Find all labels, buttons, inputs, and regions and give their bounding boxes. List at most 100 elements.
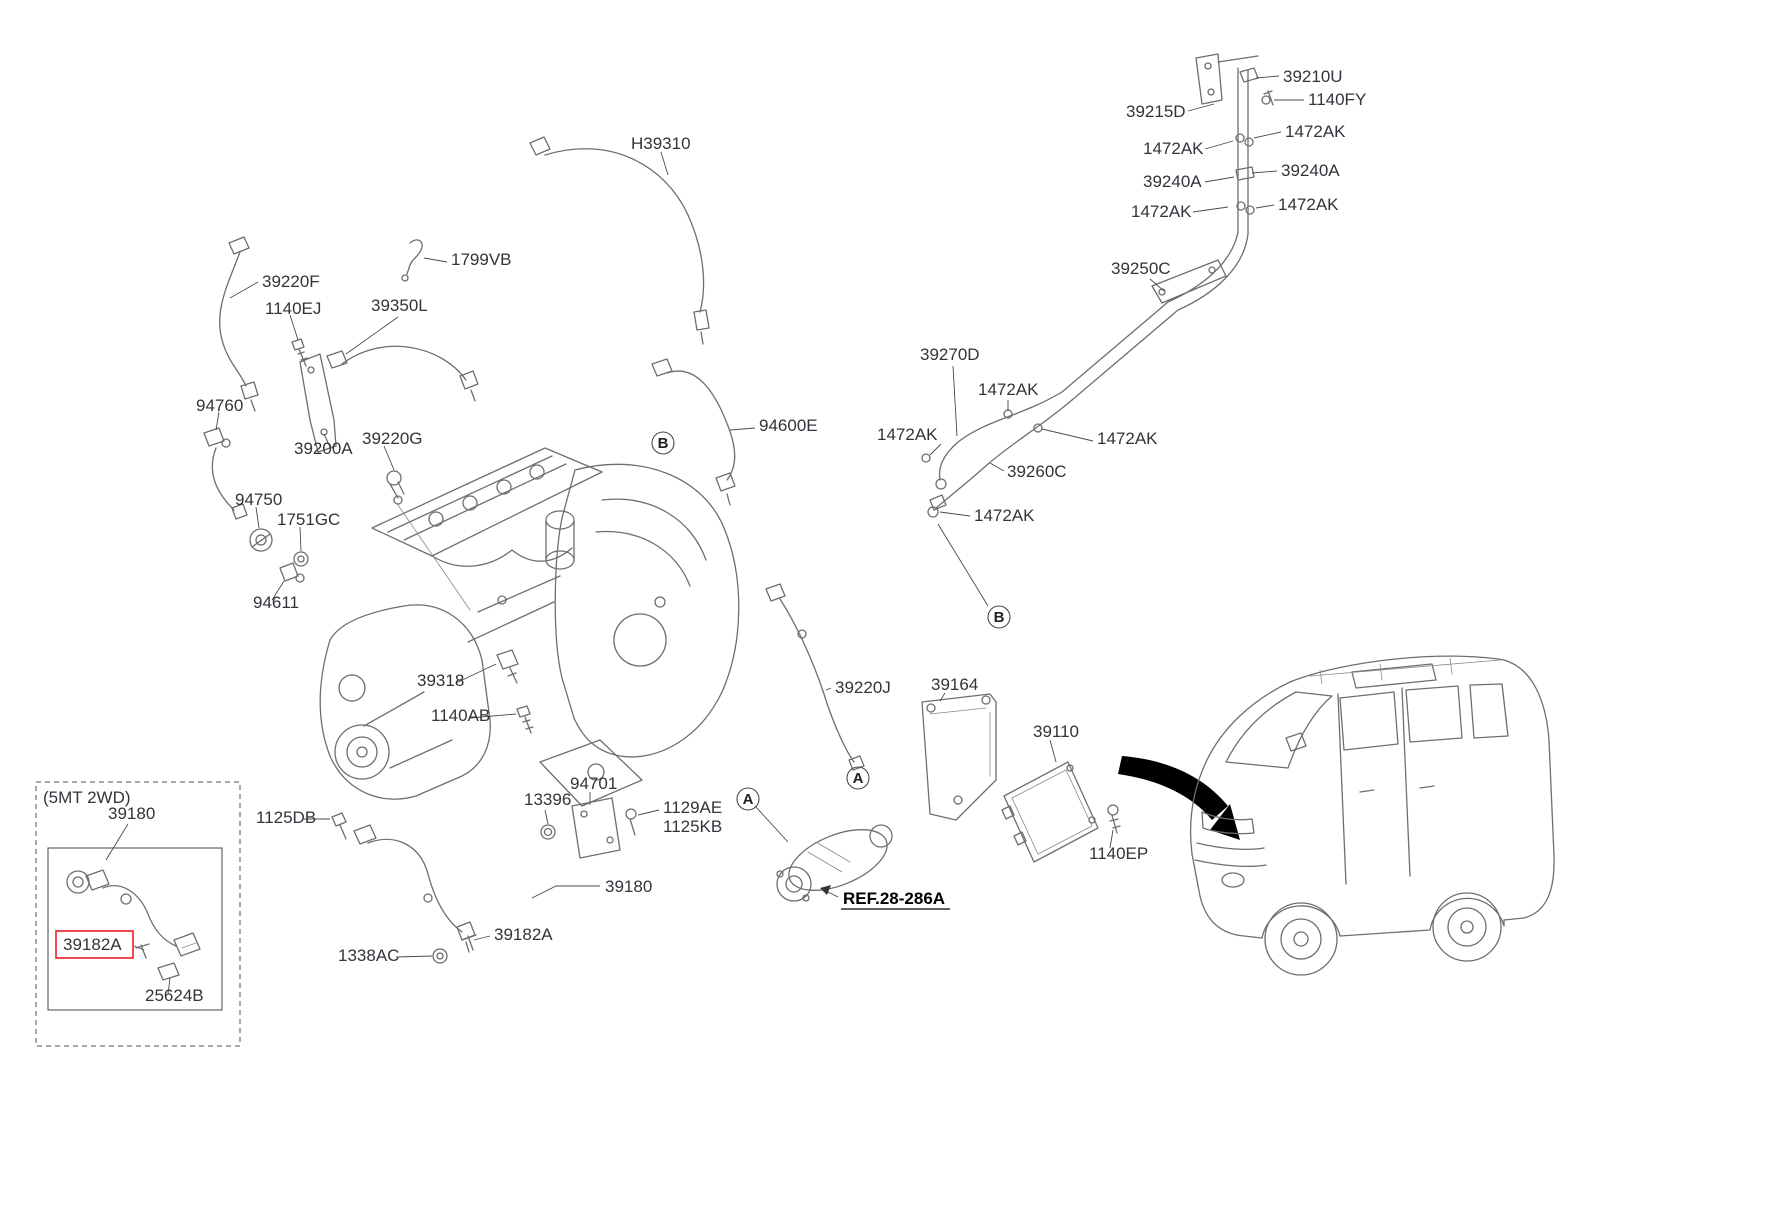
leader-line: [544, 809, 549, 825]
fuel-line-assembly-drawing: [921, 53, 1274, 518]
engine-assembly-drawing: [319, 447, 740, 807]
leader-line: [469, 713, 517, 719]
inset-border: [35, 781, 241, 1047]
callout-1140fy[interactable]: 1140FY: [1308, 90, 1366, 109]
ref-arrow: [820, 885, 839, 898]
leader-line: [383, 445, 395, 471]
sensor-39180-drawing: [353, 824, 477, 953]
callout-39215d[interactable]: 39215D: [1126, 102, 1186, 121]
callout-1472ak-5[interactable]: 1472AK: [978, 380, 1039, 399]
callout-1125db[interactable]: 1125DB: [256, 808, 316, 827]
callout-1140ab[interactable]: 1140AB: [431, 706, 490, 725]
callout-1751gc[interactable]: 1751GC: [277, 510, 340, 529]
inset-caption: (5MT 2WD): [43, 788, 131, 807]
view-marker-a-label: A: [743, 791, 754, 808]
reference-label[interactable]: REF.28-286A: [843, 889, 945, 908]
callout-94600e[interactable]: 94600E: [759, 416, 818, 435]
sensor-94611-drawing: [279, 562, 305, 583]
leader-line: [215, 411, 220, 431]
leader-line: [255, 506, 260, 529]
leader-line: [1204, 140, 1234, 150]
leader-line: [229, 281, 259, 299]
callout-1338ac[interactable]: 1338AC: [338, 946, 399, 965]
callout-1472ak-1[interactable]: 1472AK: [1285, 122, 1346, 141]
callout-1472ak-8[interactable]: 1472AK: [974, 506, 1035, 525]
leader-line: [531, 885, 600, 899]
inset-callout-25624b[interactable]: 25624B: [145, 986, 204, 1005]
harness-h39310-drawing: [529, 136, 710, 345]
leader-line: [939, 511, 971, 517]
sensor-94600e-drawing: [651, 358, 736, 506]
leader-line: [289, 314, 299, 341]
callout-39350l[interactable]: 39350L: [371, 296, 428, 315]
view-marker-b-pipes: B: [987, 605, 1011, 629]
inset-callout-39182a[interactable]: 39182A: [63, 935, 122, 954]
leader-line: [1049, 739, 1057, 763]
leader-line: [939, 692, 946, 702]
leader-line: [825, 687, 832, 691]
callout-39164[interactable]: 39164: [931, 675, 978, 694]
callout-39210u[interactable]: 39210U: [1283, 67, 1343, 86]
callout-39110[interactable]: 39110: [1033, 722, 1079, 741]
callout-94701[interactable]: 94701: [570, 774, 617, 793]
leader-line: [345, 316, 399, 355]
callout-39220f[interactable]: 39220F: [262, 272, 320, 291]
callout-1472ak-2[interactable]: 1472AK: [1143, 139, 1204, 158]
callout-1799vb[interactable]: 1799VB: [451, 250, 512, 269]
leader-line: [395, 955, 433, 958]
leader-line: [729, 427, 756, 431]
sensor-94760-drawing: [203, 427, 248, 520]
bracket-39200a-drawing: [299, 353, 337, 453]
callout-94750[interactable]: 94750: [235, 490, 282, 509]
callout-39240a-2[interactable]: 39240A: [1143, 172, 1202, 191]
callout-39250c[interactable]: 39250C: [1111, 259, 1171, 278]
callout-1472ak-3[interactable]: 1472AK: [1278, 195, 1339, 214]
ring-1751gc-drawing: [293, 551, 309, 567]
callout-94611[interactable]: 94611: [253, 593, 299, 612]
leader-line: [1149, 278, 1165, 292]
callout-1140ep[interactable]: 1140EP: [1089, 844, 1148, 863]
callout-39220j[interactable]: 39220J: [835, 678, 891, 697]
callout-39240a-1[interactable]: 39240A: [1281, 161, 1340, 180]
ecu-39110-drawing: [1001, 761, 1099, 863]
callout-39270d[interactable]: 39270D: [920, 345, 980, 364]
leader-line: [473, 935, 491, 941]
callout-1129ae[interactable]: 1129AE: [663, 798, 722, 817]
bracket-39164-drawing: [921, 693, 997, 821]
leader-line: [1192, 206, 1229, 213]
sensor-94750-drawing: [249, 528, 273, 552]
callout-39260c[interactable]: 39260C: [1007, 462, 1067, 481]
callout-1472ak-7[interactable]: 1472AK: [1097, 429, 1158, 448]
callout-1125kb[interactable]: 1125KB: [663, 817, 722, 836]
sensor-39220j-drawing: [765, 583, 865, 771]
inset-callout-39180[interactable]: 39180: [108, 804, 155, 823]
nut-13396-drawing: [540, 824, 556, 840]
bolt-1140ep-drawing: [1107, 804, 1121, 834]
view-marker-b-label: B: [994, 609, 1005, 626]
callout-1140ej[interactable]: 1140EJ: [265, 299, 321, 318]
callout-39318[interactable]: 39318: [417, 671, 464, 690]
clip-1799vb-drawing: [401, 239, 423, 282]
leader-line: [1255, 204, 1275, 209]
callout-39182a[interactable]: 39182A: [494, 925, 553, 944]
leader-line: [937, 523, 989, 607]
leader-line: [1187, 103, 1215, 112]
callout-39180[interactable]: 39180: [605, 877, 652, 896]
callout-39200a[interactable]: 39200A: [294, 439, 353, 458]
leader-line: [323, 433, 331, 448]
callout-13396[interactable]: 13396: [524, 790, 571, 809]
pointer-arrow: [1118, 756, 1240, 840]
callout-h39310[interactable]: H39310: [631, 134, 691, 153]
view-marker-b-label: B: [658, 435, 669, 452]
callout-1472ak-6[interactable]: 1472AK: [877, 425, 938, 444]
view-marker-b-engine: B: [651, 431, 675, 455]
callout-94760[interactable]: 94760: [196, 396, 243, 415]
sensor-39318-drawing: [496, 649, 519, 684]
leader-line: [423, 257, 448, 263]
vehicle-drawing: [1189, 655, 1555, 976]
callout-39220g[interactable]: 39220G: [362, 429, 423, 448]
bracket-94701-drawing: [571, 797, 621, 859]
callout-1472ak-4[interactable]: 1472AK: [1131, 202, 1192, 221]
bolt-1129ae-drawing: [625, 808, 637, 836]
